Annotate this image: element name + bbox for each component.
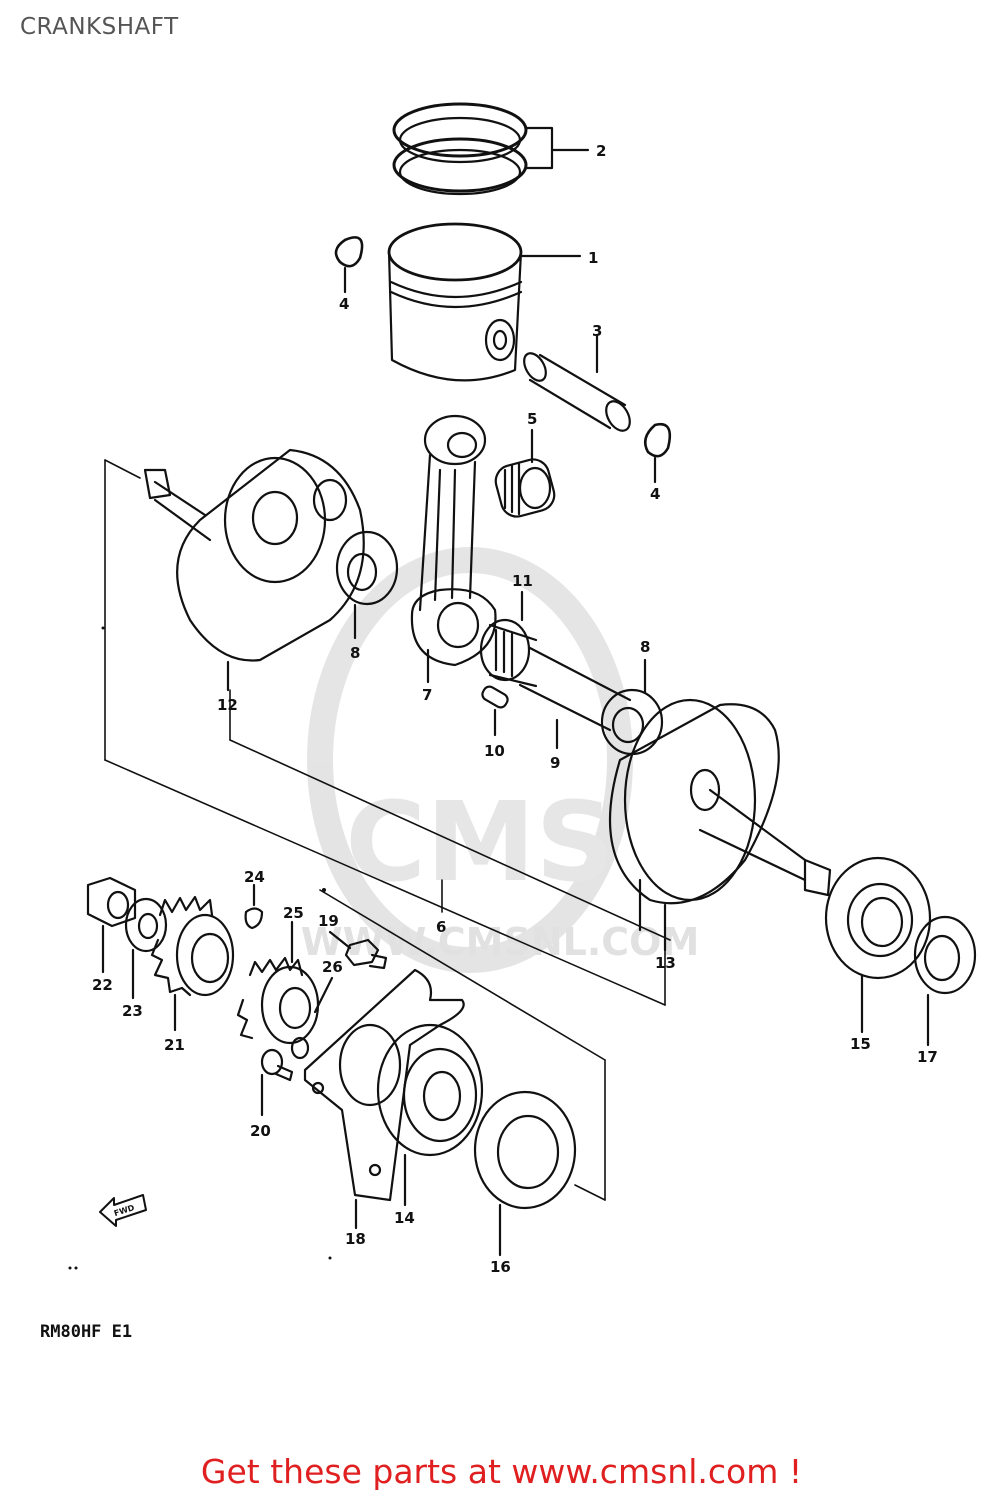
crank-nut: [86, 876, 137, 974]
callout-9: 9: [550, 754, 560, 772]
model-code: RM80HF E1: [40, 1322, 133, 1342]
cta-link[interactable]: Get these parts at www.cmsnl.com !: [200, 1452, 803, 1491]
callout-3: 3: [592, 322, 602, 340]
stray-marks: [68, 626, 332, 1270]
oil-seal-left: [473, 1090, 577, 1257]
exploded-parts-diagram: CMS WWW.CMSNL.COM: [68, 102, 977, 1276]
spacer-26: [290, 976, 334, 1060]
callout-4-lower: 4: [650, 485, 660, 503]
circlip-upper: [334, 236, 364, 294]
crank-half-right: [608, 698, 832, 952]
callout-21: 21: [164, 1036, 185, 1054]
callout-5: 5: [527, 410, 537, 428]
bearing-plate: [303, 968, 465, 1230]
callout-12: 12: [217, 696, 238, 714]
callout-16: 16: [490, 1258, 511, 1276]
callout-2: 2: [596, 142, 606, 160]
bolt-19: [328, 930, 388, 970]
callout-1: 1: [588, 249, 598, 267]
assembly-bracket: [104, 459, 671, 1201]
callout-8-left: 8: [350, 644, 360, 662]
callout-4-upper: 4: [339, 295, 349, 313]
circlip-lower: [643, 422, 672, 484]
big-end-bearing: [479, 590, 538, 688]
callout-13: 13: [655, 954, 676, 972]
callout-20: 20: [250, 1122, 271, 1140]
piston: [387, 222, 582, 382]
callout-18: 18: [345, 1230, 366, 1248]
thrust-washer-left: [335, 530, 399, 640]
callout-26: 26: [322, 958, 343, 976]
callout-10: 10: [484, 742, 505, 760]
crank-pin-dowel: [481, 685, 509, 737]
callout-8-right: 8: [640, 638, 650, 656]
piston-rings: [392, 102, 590, 196]
callout-22: 22: [92, 976, 113, 994]
callout-group: 2 1 4 3 5 4 11 8 8 7 12 10 9 24 25 19 6 …: [92, 142, 938, 1276]
watermark-logo-text: CMS: [345, 778, 614, 906]
oil-seal-right: [913, 915, 977, 1047]
callout-25: 25: [283, 904, 304, 922]
callout-17: 17: [917, 1048, 938, 1066]
fwd-arrow-label: FWD: [113, 1203, 136, 1218]
piston-pin: [523, 334, 631, 432]
crank-washer: [124, 897, 168, 1000]
connecting-rod: [410, 414, 497, 684]
callout-7: 7: [422, 686, 432, 704]
callout-6: 6: [436, 918, 446, 936]
primary-drive-gear: [150, 895, 235, 1032]
main-bearing-right: [824, 856, 932, 1034]
callout-14: 14: [394, 1209, 415, 1227]
small-end-bearing: [494, 428, 556, 518]
dowel-20: [260, 1048, 294, 1117]
callout-19: 19: [318, 912, 339, 930]
page-title: CRANKSHAFT: [20, 14, 179, 40]
watermark-url: WWW.CMSNL.COM: [301, 920, 700, 964]
crank-pin: [518, 646, 632, 750]
callout-24: 24: [244, 868, 265, 886]
woodruff-key: [244, 883, 264, 930]
main-bearing-left: [376, 1023, 484, 1207]
fwd-arrow-icon: [99, 1194, 147, 1227]
crank-half-left: [143, 448, 365, 692]
callout-23: 23: [122, 1002, 143, 1020]
callout-11: 11: [512, 572, 533, 590]
callout-15: 15: [850, 1035, 871, 1053]
